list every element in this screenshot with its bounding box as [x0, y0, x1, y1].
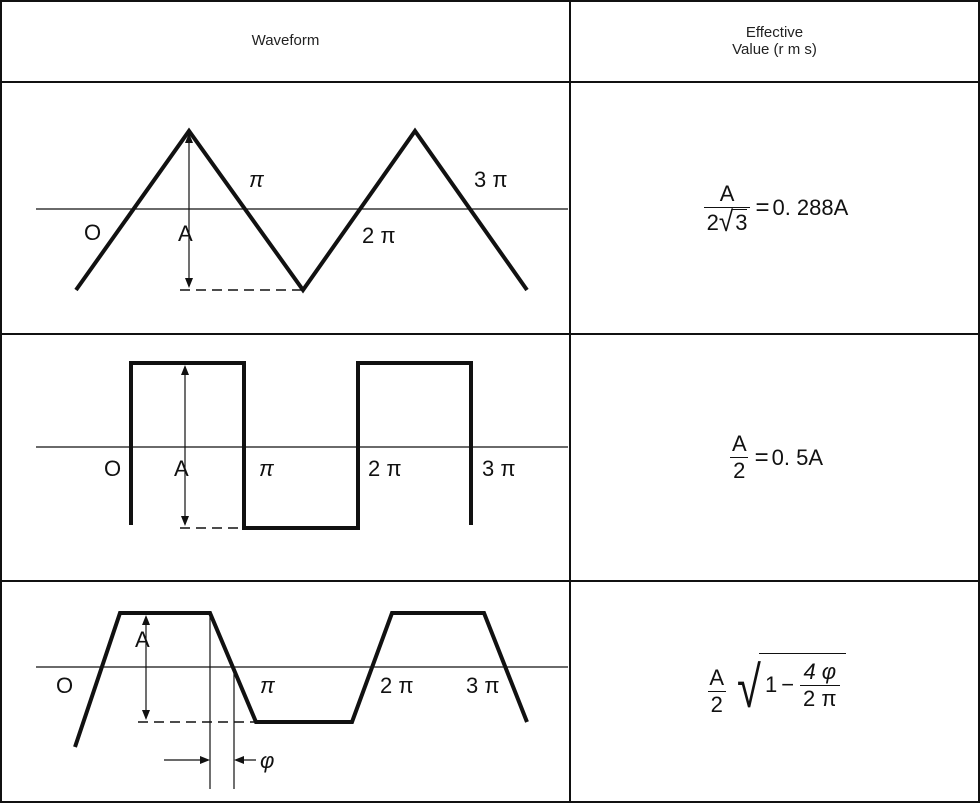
square-label-3pi: 3 π: [482, 456, 516, 481]
table-bottom-border: [0, 801, 980, 803]
trapezoid-frac-num: A: [709, 665, 725, 690]
trapezoid-formula: A 2 √ 1 − 4 φ 2 π: [572, 582, 978, 801]
triangle-result: 0. 288A: [772, 195, 849, 220]
triangle-den-root: 3: [732, 208, 748, 235]
header-effective-line1: Effective: [745, 24, 804, 41]
trapezoid-arrow-down: [142, 710, 150, 720]
trapezoid-frac-den: 2: [707, 691, 726, 717]
trapezoid-phi-arrow-left-head: [200, 756, 210, 764]
trapezoid-inner-den: 2 π: [800, 684, 840, 711]
trapezoid-inner-fraction: 4 φ 2 π: [800, 658, 840, 711]
header-effective-value: Effective Value (r m s): [571, 24, 978, 58]
square-label-pi: π: [259, 456, 275, 481]
triangle-arrow-down: [185, 278, 193, 288]
triangle-frac-den: 2√3: [703, 204, 751, 237]
triangle-label-3pi: 3 π: [474, 167, 508, 192]
triangle-label-amplitude: A: [178, 221, 193, 246]
row-square: O A π 2 π 3 π A 2 = 0. 5A: [0, 335, 980, 580]
trapezoid-arrow-up: [142, 615, 150, 625]
triangle-waveform: O A π 2 π 3 π: [0, 83, 570, 333]
row-triangle: O A π 2 π 3 π A 2√3 = 0. 288A: [0, 83, 980, 333]
triangle-den-coef: 2: [706, 209, 719, 235]
trapezoid-one: 1: [764, 672, 778, 697]
square-result: 0. 5A: [771, 444, 824, 470]
header-effective-line2: Value (r m s): [732, 41, 817, 58]
triangle-arrow-up: [185, 133, 193, 143]
trapezoid-label-pi: π: [260, 673, 276, 698]
trapezoid-phi-arrow-right-head: [234, 756, 244, 764]
square-arrow-down: [181, 516, 189, 526]
trapezoid-waveform: O A π 2 π 3 π φ: [0, 582, 570, 801]
square-formula: A 2 = 0. 5A: [572, 335, 978, 580]
triangle-waveform-svg: O A π 2 π 3 π: [36, 127, 568, 294]
row-divider-2: [0, 580, 980, 582]
triangle-label-zero: O: [84, 220, 101, 245]
sqrt-icon: √: [737, 654, 761, 720]
triangle-label-2pi: 2 π: [362, 223, 396, 248]
square-arrow-up: [181, 365, 189, 375]
trapezoid-wave-line: [73, 611, 529, 748]
square-waveform-svg: O A π 2 π 3 π: [36, 361, 568, 530]
square-waveform: O A π 2 π 3 π: [0, 335, 570, 580]
triangle-wave-line: [74, 127, 529, 294]
triangle-frac-num: A: [719, 180, 735, 206]
header-waveform-label: Waveform: [251, 32, 320, 49]
square-wave-line: [129, 361, 473, 530]
table-top-border: [0, 0, 980, 2]
square-frac-num: A: [731, 431, 747, 456]
triangle-equals: =: [755, 194, 770, 221]
column-divider: [569, 0, 571, 803]
square-label-zero: O: [104, 456, 121, 481]
trapezoid-minus: −: [781, 672, 795, 697]
square-frac-den: 2: [730, 457, 749, 483]
triangle-label-pi: π: [249, 167, 265, 192]
triangle-formula: A 2√3 = 0. 288A: [572, 83, 978, 333]
trapezoid-inner-num: 4 φ: [803, 658, 837, 684]
sqrt-icon: √: [718, 204, 734, 237]
table-left-border: [0, 0, 2, 803]
trapezoid-label-zero: O: [56, 673, 73, 698]
header-waveform: Waveform: [2, 32, 569, 49]
trapezoid-waveform-svg: O A π 2 π 3 π φ: [36, 611, 568, 789]
trapezoid-label-2pi: 2 π: [380, 673, 414, 698]
trapezoid-label-3pi: 3 π: [466, 673, 500, 698]
trapezoid-sqrt: √ 1 − 4 φ 2 π: [733, 652, 846, 721]
triangle-fraction: A 2√3: [703, 180, 751, 237]
square-label-2pi: 2 π: [368, 456, 402, 481]
header-divider: [0, 81, 980, 83]
trapezoid-label-phi: φ: [260, 748, 274, 773]
table-right-border: [978, 0, 980, 803]
row-divider-1: [0, 333, 980, 335]
square-fraction: A 2: [729, 432, 750, 483]
square-equals: =: [754, 443, 769, 471]
trapezoid-radicand: 1 − 4 φ 2 π: [758, 652, 846, 711]
trapezoid-label-amplitude: A: [135, 627, 150, 652]
row-trapezoid: O A π 2 π 3 π φ A 2 √ 1 − 4 φ 2 π: [0, 582, 980, 801]
square-label-amplitude: A: [174, 456, 189, 481]
trapezoid-fraction: A 2: [706, 666, 727, 717]
